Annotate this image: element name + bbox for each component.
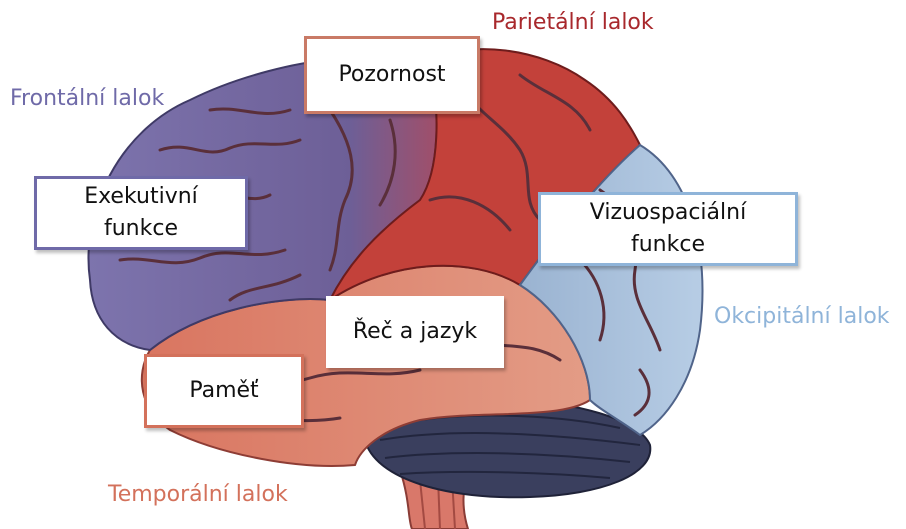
occipital-lobe-label: Okcipitální lalok [714, 304, 890, 329]
memory-label: Paměť [189, 375, 258, 407]
language-label: Řeč a jazyk [353, 316, 477, 348]
temporal-lobe-label: Temporální lalok [108, 482, 288, 507]
visuospatial-function-box: Vizuospaciální funkce [538, 192, 798, 266]
visuospatial-function-label: Vizuospaciální funkce [590, 197, 746, 261]
attention-box: Pozornost [304, 36, 480, 114]
attention-label: Pozornost [338, 59, 445, 91]
memory-box: Paměť [144, 354, 304, 428]
language-box: Řeč a jazyk [326, 296, 504, 368]
executive-function-box: Exekutivní funkce [34, 176, 248, 250]
parietal-lobe-label: Parietální lalok [492, 10, 654, 35]
frontal-lobe-label: Frontální lalok [10, 86, 164, 111]
executive-function-label: Exekutivní funkce [84, 181, 198, 245]
